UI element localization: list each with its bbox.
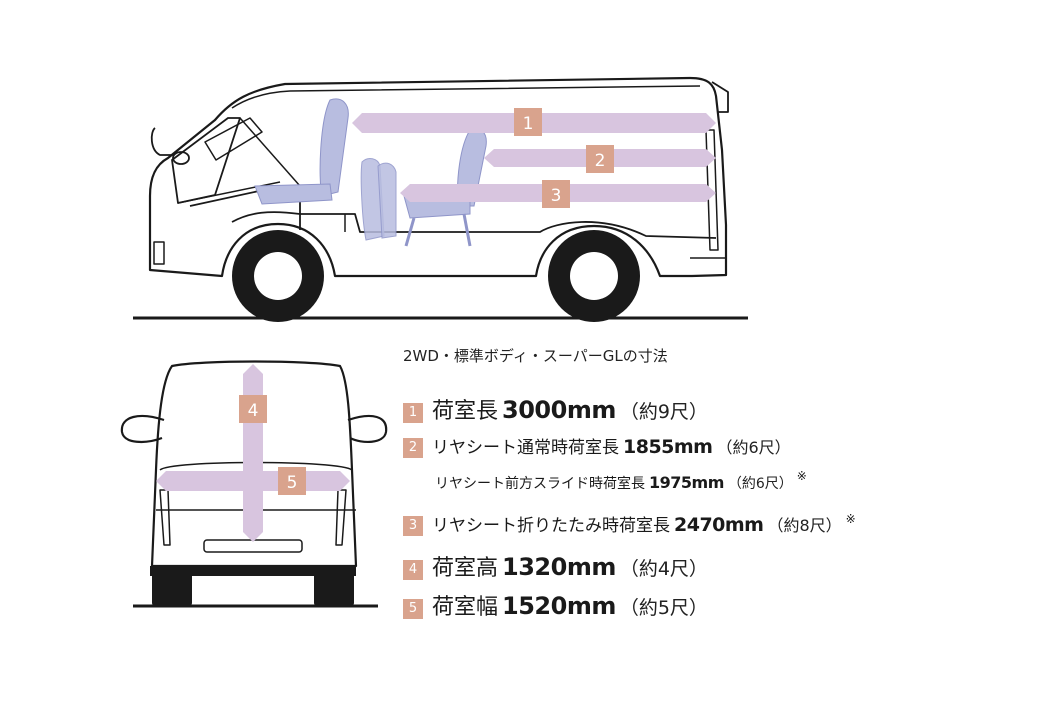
spec-note: （約6尺） bbox=[716, 438, 791, 457]
rear-tire-left bbox=[152, 566, 192, 606]
wheels-side bbox=[232, 230, 640, 322]
rear-body-outline bbox=[150, 360, 358, 568]
spec-label: リヤシート折りたたみ時荷室長 bbox=[432, 516, 670, 536]
spec-badge-3: 3 bbox=[403, 515, 423, 536]
side-markers: 1 2 3 bbox=[514, 108, 614, 208]
marker-1 bbox=[514, 108, 542, 136]
spec-row-cargo-width: 5 荷室幅 1520mm （約5尺） bbox=[403, 589, 708, 621]
marker-5 bbox=[278, 467, 306, 495]
marker-2-label: 2 bbox=[595, 151, 606, 171]
van-body-outline bbox=[148, 76, 728, 278]
spec-badge-1: 1 bbox=[403, 402, 423, 423]
spec-note: （約6尺） bbox=[727, 476, 793, 492]
spec-label: リヤシート通常時荷室長 bbox=[432, 438, 619, 458]
spec-row-cargo-length: 1 荷室長 3000mm （約9尺） bbox=[403, 393, 708, 425]
spec-note: （約5尺） bbox=[619, 597, 708, 619]
footnote-mark: ※ bbox=[796, 469, 807, 483]
spec-note: （約8尺） bbox=[767, 516, 842, 535]
spec-badge-5: 5 bbox=[403, 598, 423, 619]
spec-label: 荷室長 bbox=[432, 399, 499, 424]
driver-seat-cushion bbox=[254, 183, 333, 205]
rear-tires bbox=[152, 566, 354, 606]
rear-mirror-right bbox=[347, 414, 388, 444]
rear-lamp bbox=[705, 129, 719, 251]
marker-4 bbox=[239, 395, 267, 423]
arrow-cargo-width bbox=[156, 471, 350, 491]
spec-value: 1320mm bbox=[502, 553, 616, 581]
spec-badge-4: 4 bbox=[403, 559, 423, 580]
side-mirror bbox=[150, 127, 172, 156]
rear-markers: 4 5 bbox=[239, 395, 306, 495]
marker-5-label: 5 bbox=[287, 473, 298, 493]
spec-subtitle: 2WD・標準ボディ・スーパーGLの寸法 bbox=[403, 347, 668, 365]
marker-3-label: 3 bbox=[551, 186, 562, 206]
spec-value: 3000mm bbox=[502, 396, 616, 424]
windshield bbox=[171, 117, 241, 204]
spec-row-cargo-height: 4 荷室高 1320mm （約4尺） bbox=[403, 550, 708, 582]
spec-label: リヤシート前方スライド時荷室長 bbox=[435, 476, 645, 492]
rear-mirror-left bbox=[120, 414, 165, 444]
spec-note: （約9尺） bbox=[619, 401, 708, 423]
footnote-mark: ※ bbox=[845, 512, 856, 526]
marker-3 bbox=[542, 180, 570, 208]
folded-seat-2 bbox=[377, 162, 397, 239]
marker-4-label: 4 bbox=[248, 401, 259, 421]
driver-seat-back bbox=[319, 98, 349, 197]
spec-row-rear-seat-slide: リヤシート前方スライド時荷室長 1975mm （約6尺） ※ bbox=[435, 469, 807, 493]
rear-tire-right bbox=[314, 566, 354, 606]
spec-label: 荷室幅 bbox=[432, 595, 499, 620]
spec-value: 2470mm bbox=[674, 514, 764, 536]
spec-value: 1975mm bbox=[649, 473, 724, 492]
spec-note: （約4尺） bbox=[619, 558, 708, 580]
steering-wheel bbox=[204, 117, 263, 161]
spec-value: 1855mm bbox=[623, 436, 713, 458]
spec-row-rear-seat-normal: 2 リヤシート通常時荷室長 1855mm （約6尺） bbox=[403, 433, 791, 460]
spec-badge-2: 2 bbox=[403, 437, 423, 458]
spec-label: 荷室高 bbox=[432, 556, 499, 581]
spec-row-rear-seat-folded: 3 リヤシート折りたたみ時荷室長 2470mm （約8尺） ※ bbox=[403, 511, 856, 538]
marker-2 bbox=[586, 145, 614, 173]
spec-value: 1520mm bbox=[502, 592, 616, 620]
arrow-cargo-height bbox=[243, 364, 263, 542]
rear-arrows bbox=[156, 364, 350, 542]
marker-1-label: 1 bbox=[523, 114, 534, 134]
